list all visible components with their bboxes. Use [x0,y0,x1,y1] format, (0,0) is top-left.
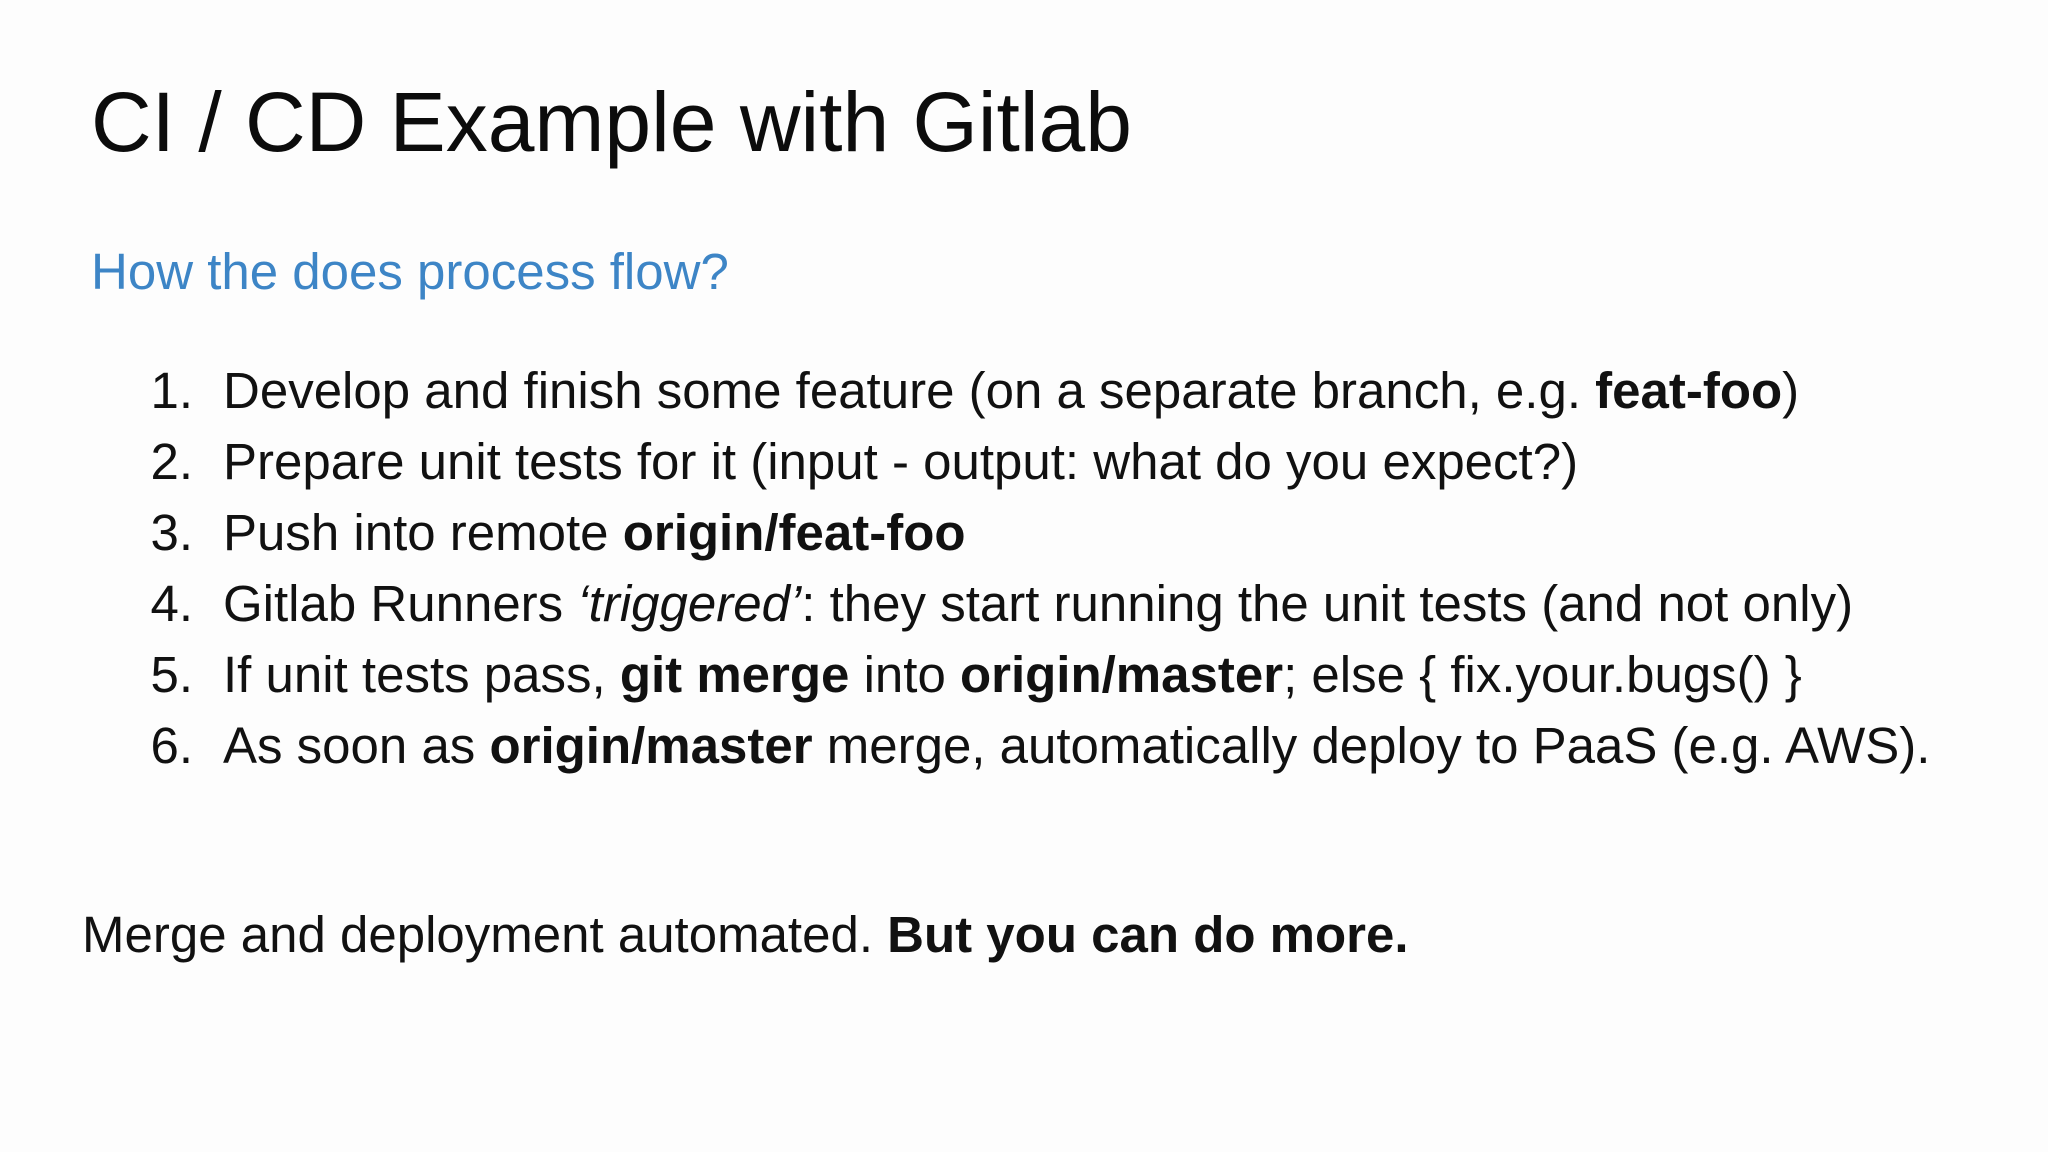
footer-emphasis: But you can do more. [887,906,1409,963]
text-run: Push into remote [223,504,623,561]
list-item: 5. If unit tests pass, git merge into or… [110,639,2010,710]
list-item: 3. Push into remote origin/feat-foo [110,497,2010,568]
footer-note: Merge and deployment automated. But you … [82,905,1409,965]
text-run-bold: origin/feat-foo [622,504,966,561]
list-item: 2. Prepare unit tests for it (input - ou… [110,426,2010,497]
list-item-number: 1. [150,362,193,419]
list-item-number: 6. [150,717,193,774]
list-item-text: Prepare unit tests for it (input - outpu… [193,426,1578,497]
list-item-number: 2. [150,433,193,490]
list-item-text: Push into remote origin/feat-foo [193,497,966,568]
list-item-text: As soon as origin/master merge, automati… [193,710,1930,781]
text-run: ; else { fix.your.bugs() } [1283,646,1802,703]
footer-text: Merge and deployment automated. [82,906,888,963]
text-run: Prepare unit tests for it (input - outpu… [223,433,1579,490]
text-run-italic: ‘triggered’ [577,575,802,632]
steps-list: 1. Develop and finish some feature (on a… [110,355,2010,781]
slide-subtitle: How the does process flow? [91,243,729,300]
text-run: Gitlab Runners [223,575,578,632]
list-item-number: 5. [150,646,193,703]
list-item-number: 4. [150,575,193,632]
list-item: 4. Gitlab Runners ‘triggered’: they star… [110,568,2010,639]
list-item: 1. Develop and finish some feature (on a… [110,355,2010,426]
text-run: As soon as [223,717,490,774]
list-item-text: If unit tests pass, git merge into origi… [193,639,1802,710]
list-item-number: 3. [150,504,193,561]
text-run-bold: feat-foo [1595,362,1783,419]
text-run-bold: origin/master [489,717,813,774]
text-run-bold: git merge [619,646,850,703]
list-item: 6. As soon as origin/master merge, autom… [110,710,2010,781]
text-run: merge, automatically deploy to PaaS (e.g… [812,717,1931,774]
slide-title: CI / CD Example with Gitlab [91,75,1132,169]
list-item-text: Develop and finish some feature (on a se… [193,355,1799,426]
text-run: : they start running the unit tests (and… [801,575,1854,632]
text-run: ) [1782,362,1800,419]
text-run-bold: origin/master [959,646,1284,703]
text-run: into [849,646,960,703]
text-run: Develop and finish some feature (on a se… [223,362,1596,419]
text-run: If unit tests pass, [223,646,620,703]
list-item-text: Gitlab Runners ‘triggered’: they start r… [193,568,1853,639]
